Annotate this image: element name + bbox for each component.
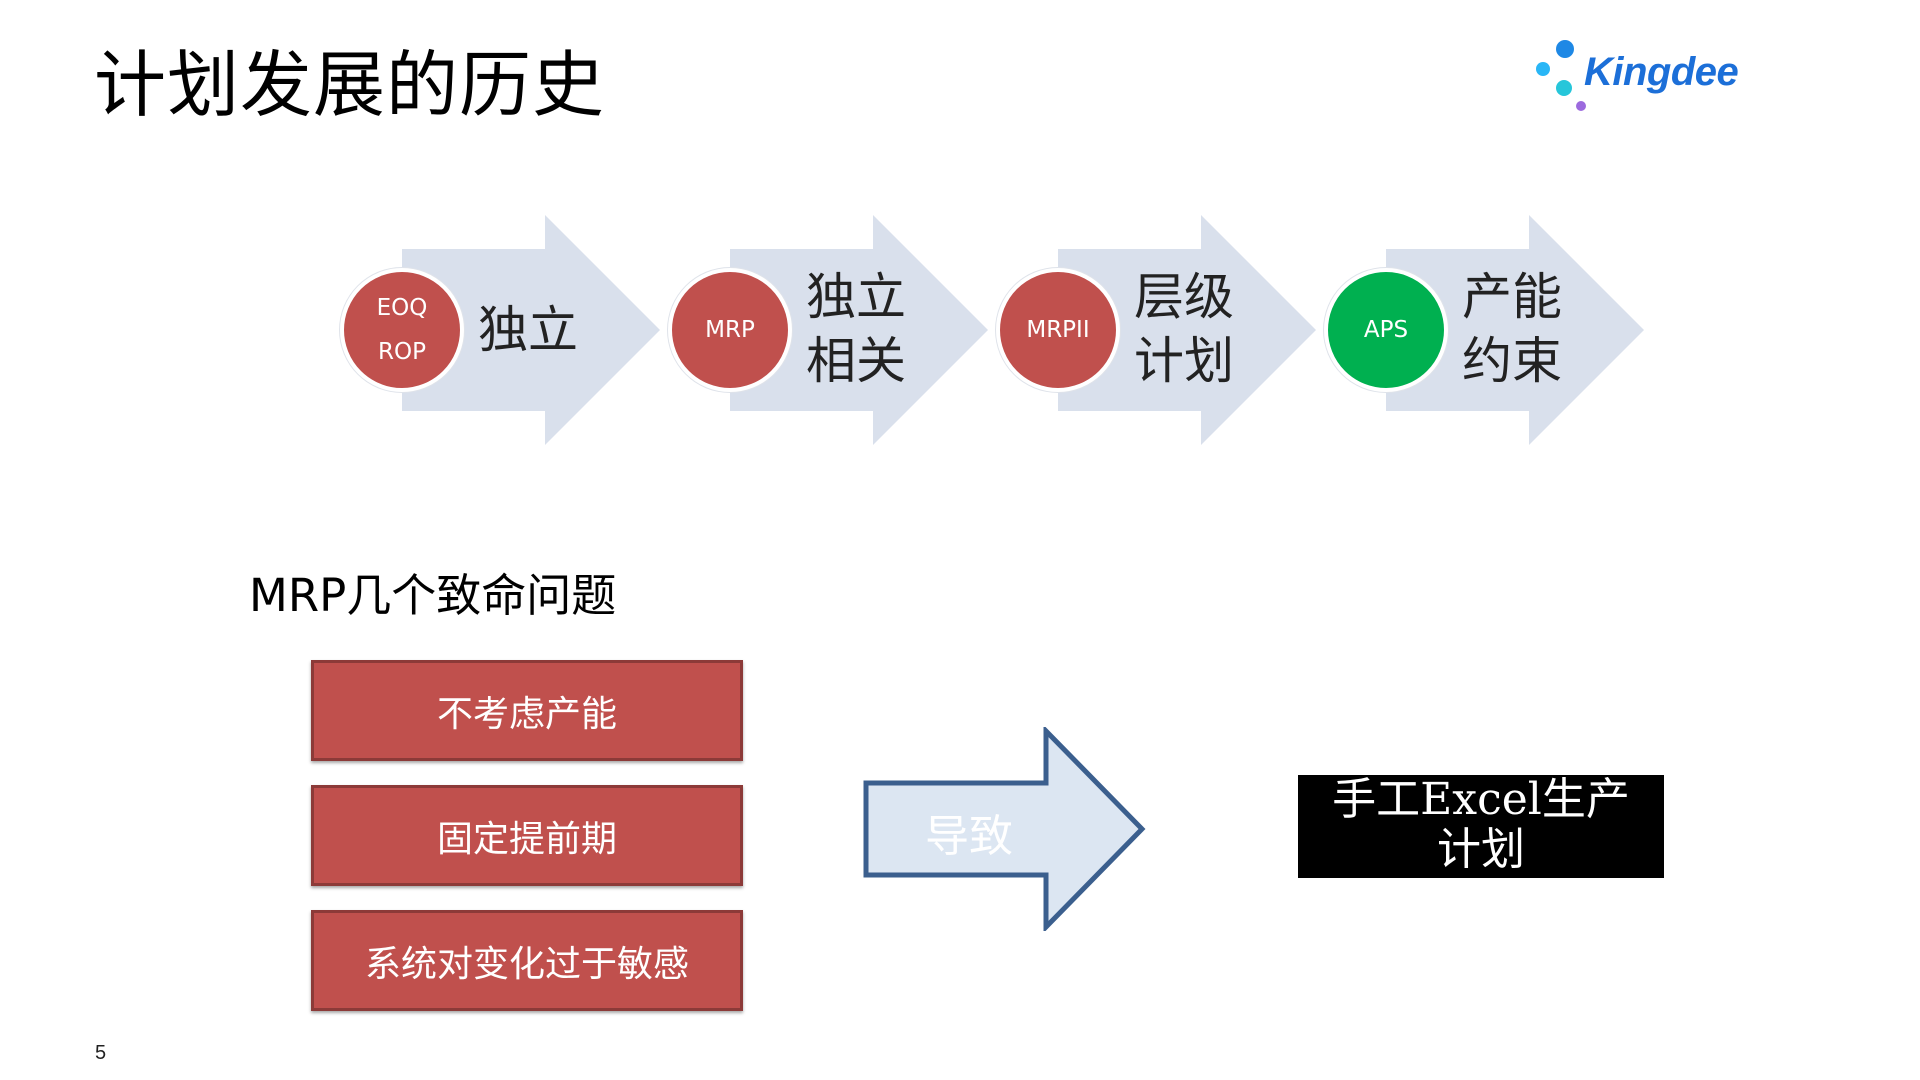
chevron-arrow-icon	[730, 215, 988, 445]
stage-text-line: 层级	[1134, 268, 1234, 326]
result-text-line: 计划	[1437, 824, 1525, 875]
stage-description: 层级 计划	[1134, 265, 1274, 393]
chevron-arrow-icon	[1386, 215, 1644, 445]
problem-box: 不考虑产能	[311, 660, 743, 761]
stage-circle-label: APS	[1363, 317, 1409, 343]
result-box: 手工Excel生产 计划	[1298, 775, 1664, 878]
stage-circle: MRPII	[996, 268, 1120, 392]
stage-circle-label: EOQ	[376, 295, 428, 321]
chevron-arrow-icon	[402, 215, 660, 445]
stage-circle: APS	[1324, 268, 1448, 392]
stage-circle-label: ROP	[378, 339, 426, 365]
stage-circle-label: MRPII	[1026, 317, 1090, 343]
stage-text-line: 独立	[806, 268, 906, 326]
stage-circle-label: MRP	[705, 317, 755, 343]
logo-dot-icon	[1556, 40, 1574, 58]
stage-circle: EOQ ROP	[340, 268, 464, 392]
stage-text-line: 独立	[478, 301, 578, 359]
lead-to-label: 导致	[925, 811, 1013, 862]
stage-text-line: 相关	[806, 332, 906, 390]
stage-mrp: MRP 独立 相关	[668, 215, 998, 445]
chevron-arrow-icon	[1058, 215, 1316, 445]
stage-aps: APS 产能 约束	[1324, 215, 1654, 445]
logo-text: Kingdee	[1584, 50, 1739, 94]
stage-description: 独立	[478, 298, 618, 362]
mrp-problems-heading: MRP几个致命问题	[249, 569, 617, 622]
stage-eoq-rop: EOQ ROP 独立	[340, 215, 670, 445]
stage-text-line: 计划	[1134, 332, 1234, 390]
problem-box: 固定提前期	[311, 785, 743, 886]
planning-history-flow: EOQ ROP 独立 MRP 独立 相关 MRPII 层级 计划	[340, 215, 1660, 445]
stage-description: 产能 约束	[1462, 265, 1602, 393]
stage-mrpii: MRPII 层级 计划	[996, 215, 1326, 445]
logo-dot-icon	[1536, 62, 1550, 76]
slide-title: 计划发展的历史	[94, 43, 606, 127]
page-number: 5	[95, 1042, 107, 1064]
result-text-line: 手工Excel生产	[1332, 775, 1630, 825]
stage-text-line: 约束	[1462, 332, 1562, 390]
stage-circle: MRP	[668, 268, 792, 392]
problem-box: 系统对变化过于敏感	[311, 910, 743, 1011]
stage-description: 独立 相关	[806, 265, 946, 393]
logo-dot-icon	[1576, 101, 1586, 111]
logo-dot-icon	[1556, 80, 1572, 96]
lead-to-arrow-icon	[863, 727, 1146, 931]
kingdee-logo: Kingdee	[1522, 36, 1752, 118]
stage-text-line: 产能	[1462, 268, 1562, 326]
